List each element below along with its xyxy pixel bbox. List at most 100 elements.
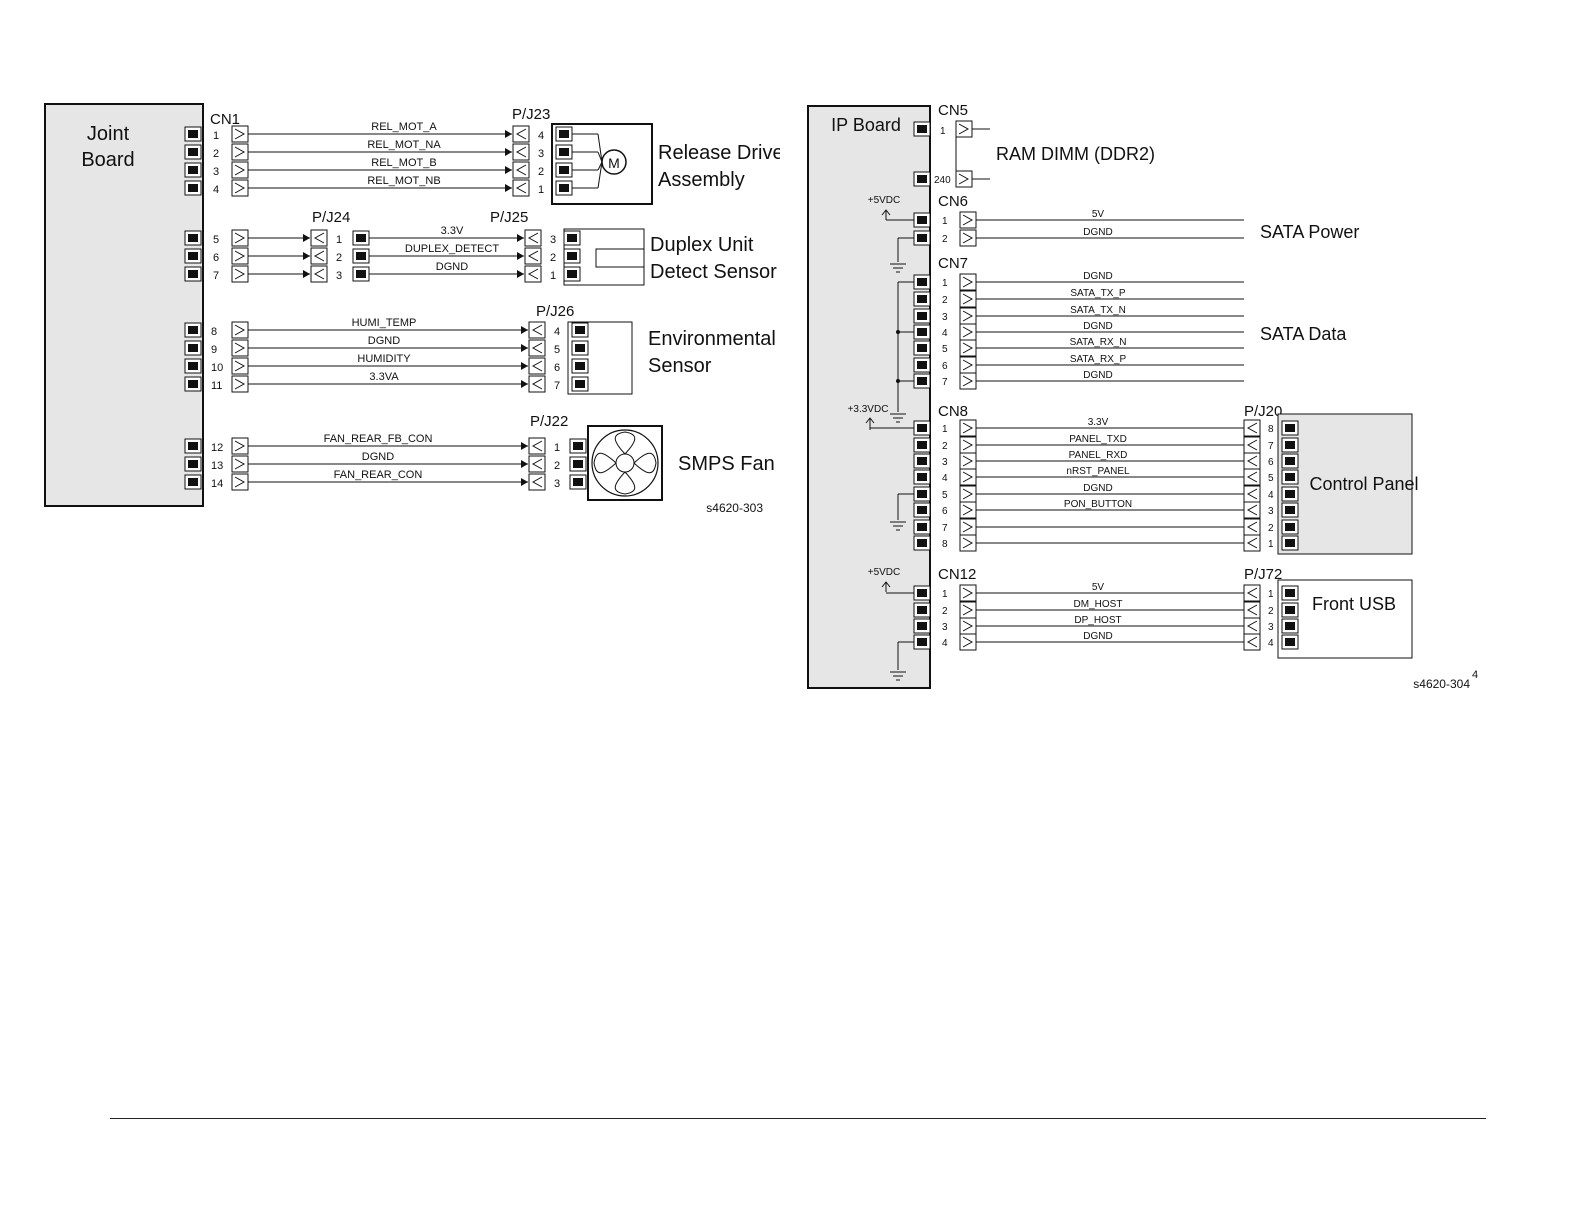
cn1-plug bbox=[231, 179, 249, 197]
pj22-jack bbox=[528, 455, 546, 473]
arrow-head bbox=[505, 130, 512, 138]
signal-label: DGND bbox=[1083, 370, 1112, 381]
cn7-pin-number: 5 bbox=[942, 344, 948, 355]
pj20-jack-symbol bbox=[1246, 521, 1258, 533]
ground-icon bbox=[890, 263, 906, 273]
cn1-plug-symbol bbox=[234, 324, 246, 336]
cn1-plug-symbol bbox=[234, 458, 246, 470]
front-usb-pin-contact bbox=[1285, 638, 1295, 646]
arrow-head bbox=[505, 166, 512, 174]
pj20-jack bbox=[1243, 452, 1261, 470]
front-usb-pin-contact bbox=[1285, 622, 1295, 630]
pj25-pin-number: 3 bbox=[550, 234, 556, 246]
pj72-jack-symbol bbox=[1246, 620, 1258, 632]
front-usb-pin-contact bbox=[1285, 606, 1295, 614]
release-drive-pin-contact bbox=[559, 148, 569, 156]
supply-head bbox=[881, 209, 891, 216]
pj24-jack-symbol bbox=[313, 250, 325, 262]
cn7-plug bbox=[959, 290, 977, 308]
pj25-pin-number: 2 bbox=[550, 252, 556, 264]
signal-label: REL_MOT_NA bbox=[367, 139, 441, 151]
cn1-pin-number: 13 bbox=[211, 460, 223, 472]
cn1-plug-symbol bbox=[234, 232, 246, 244]
pj20-jack-symbol bbox=[1246, 537, 1258, 549]
joint-board-pin-contact bbox=[188, 148, 198, 156]
cn12-plug-symbol bbox=[962, 587, 974, 599]
signal-label: HUMI_TEMP bbox=[352, 317, 417, 329]
joint-board-pin-contact bbox=[188, 442, 198, 450]
cn7-label: CN7 bbox=[938, 255, 968, 272]
cn8-pin-number: 4 bbox=[942, 473, 948, 484]
joint-board bbox=[44, 103, 204, 507]
cn7-plug bbox=[959, 273, 977, 291]
release-drive-name: Assembly bbox=[658, 169, 745, 191]
pj23-jack bbox=[512, 143, 530, 161]
arrow-head bbox=[521, 344, 528, 352]
cn7-plug-symbol bbox=[962, 326, 974, 338]
arrow-head bbox=[521, 362, 528, 370]
duplex-sensor-name: Detect Sensor bbox=[650, 261, 777, 283]
signal-label: 3.3V bbox=[1088, 417, 1109, 428]
pj24-pin-contact bbox=[356, 252, 366, 260]
smps-fan-pin-contact bbox=[573, 460, 583, 468]
arrow-head bbox=[303, 270, 310, 278]
duplex-sensor-pin-contact bbox=[567, 234, 577, 242]
cn7-plug-symbol bbox=[962, 276, 974, 288]
ip-board-pin-contact bbox=[917, 295, 927, 303]
cn8-plug-symbol bbox=[962, 439, 974, 451]
cn8-plug bbox=[959, 518, 977, 536]
cn8-plug bbox=[959, 436, 977, 454]
pj26-label: P/J26 bbox=[536, 303, 574, 320]
junction-dot bbox=[896, 330, 900, 334]
pj20-label: P/J20 bbox=[1244, 403, 1282, 420]
cn12-plug-symbol bbox=[962, 604, 974, 616]
pj23-jack-symbol bbox=[515, 164, 527, 176]
ground-icon bbox=[890, 413, 906, 423]
cn7-pin-number: 6 bbox=[942, 361, 948, 372]
smps-fan-name: SMPS Fan bbox=[678, 453, 775, 475]
pj22-jack bbox=[528, 473, 546, 491]
cn5-pin-number: 240 bbox=[934, 175, 951, 186]
supply-arrow-icon bbox=[865, 417, 875, 428]
fan-blade bbox=[614, 471, 636, 495]
sata-data-name: SATA Data bbox=[1260, 324, 1347, 344]
joint-board-pin-contact bbox=[188, 460, 198, 468]
pj20-pin-number: 3 bbox=[1268, 506, 1274, 517]
control-panel-pin-contact bbox=[1285, 441, 1295, 449]
fan-blade bbox=[593, 452, 617, 474]
cn1-label: CN1 bbox=[210, 111, 240, 128]
joint-board-pin-contact bbox=[188, 326, 198, 334]
pj20-jack bbox=[1243, 534, 1261, 552]
cn8-label: CN8 bbox=[938, 403, 968, 420]
cn1-plug bbox=[231, 265, 249, 283]
control-panel-pin-contact bbox=[1285, 506, 1295, 514]
pj23-jack-symbol bbox=[515, 146, 527, 158]
control-panel-pin-contact bbox=[1285, 473, 1295, 481]
pj20-pin-number: 1 bbox=[1268, 539, 1274, 550]
cn7-plug bbox=[959, 307, 977, 325]
pj20-pin-number: 5 bbox=[1268, 473, 1274, 484]
pj20-pin-number: 4 bbox=[1268, 490, 1274, 501]
release-drive-pin-contact bbox=[559, 184, 569, 192]
pj72-jack-symbol bbox=[1246, 587, 1258, 599]
pj23-jack bbox=[512, 125, 530, 143]
cn1-plug bbox=[231, 229, 249, 247]
cn1-plug-symbol bbox=[234, 250, 246, 262]
cn1-plug bbox=[231, 161, 249, 179]
left-figure-id: s4620-303 bbox=[706, 501, 763, 515]
pj20-jack-symbol bbox=[1246, 471, 1258, 483]
front-usb-box bbox=[1277, 579, 1413, 659]
pj22-jack bbox=[528, 437, 546, 455]
pj23-label: P/J23 bbox=[512, 106, 550, 123]
signal-label: DGND bbox=[362, 451, 394, 463]
cn1-plug bbox=[231, 455, 249, 473]
cn8-pin-number: 7 bbox=[942, 523, 948, 534]
joint-board-pin-contact bbox=[188, 130, 198, 138]
arrow-head bbox=[517, 270, 524, 278]
motor-lead bbox=[597, 151, 603, 163]
ip-board-pin-contact bbox=[917, 539, 927, 547]
pj23-jack-symbol bbox=[515, 182, 527, 194]
signal-label: DGND bbox=[368, 335, 400, 347]
arrow-head bbox=[521, 380, 528, 388]
signal-label: REL_MOT_NB bbox=[367, 175, 440, 187]
